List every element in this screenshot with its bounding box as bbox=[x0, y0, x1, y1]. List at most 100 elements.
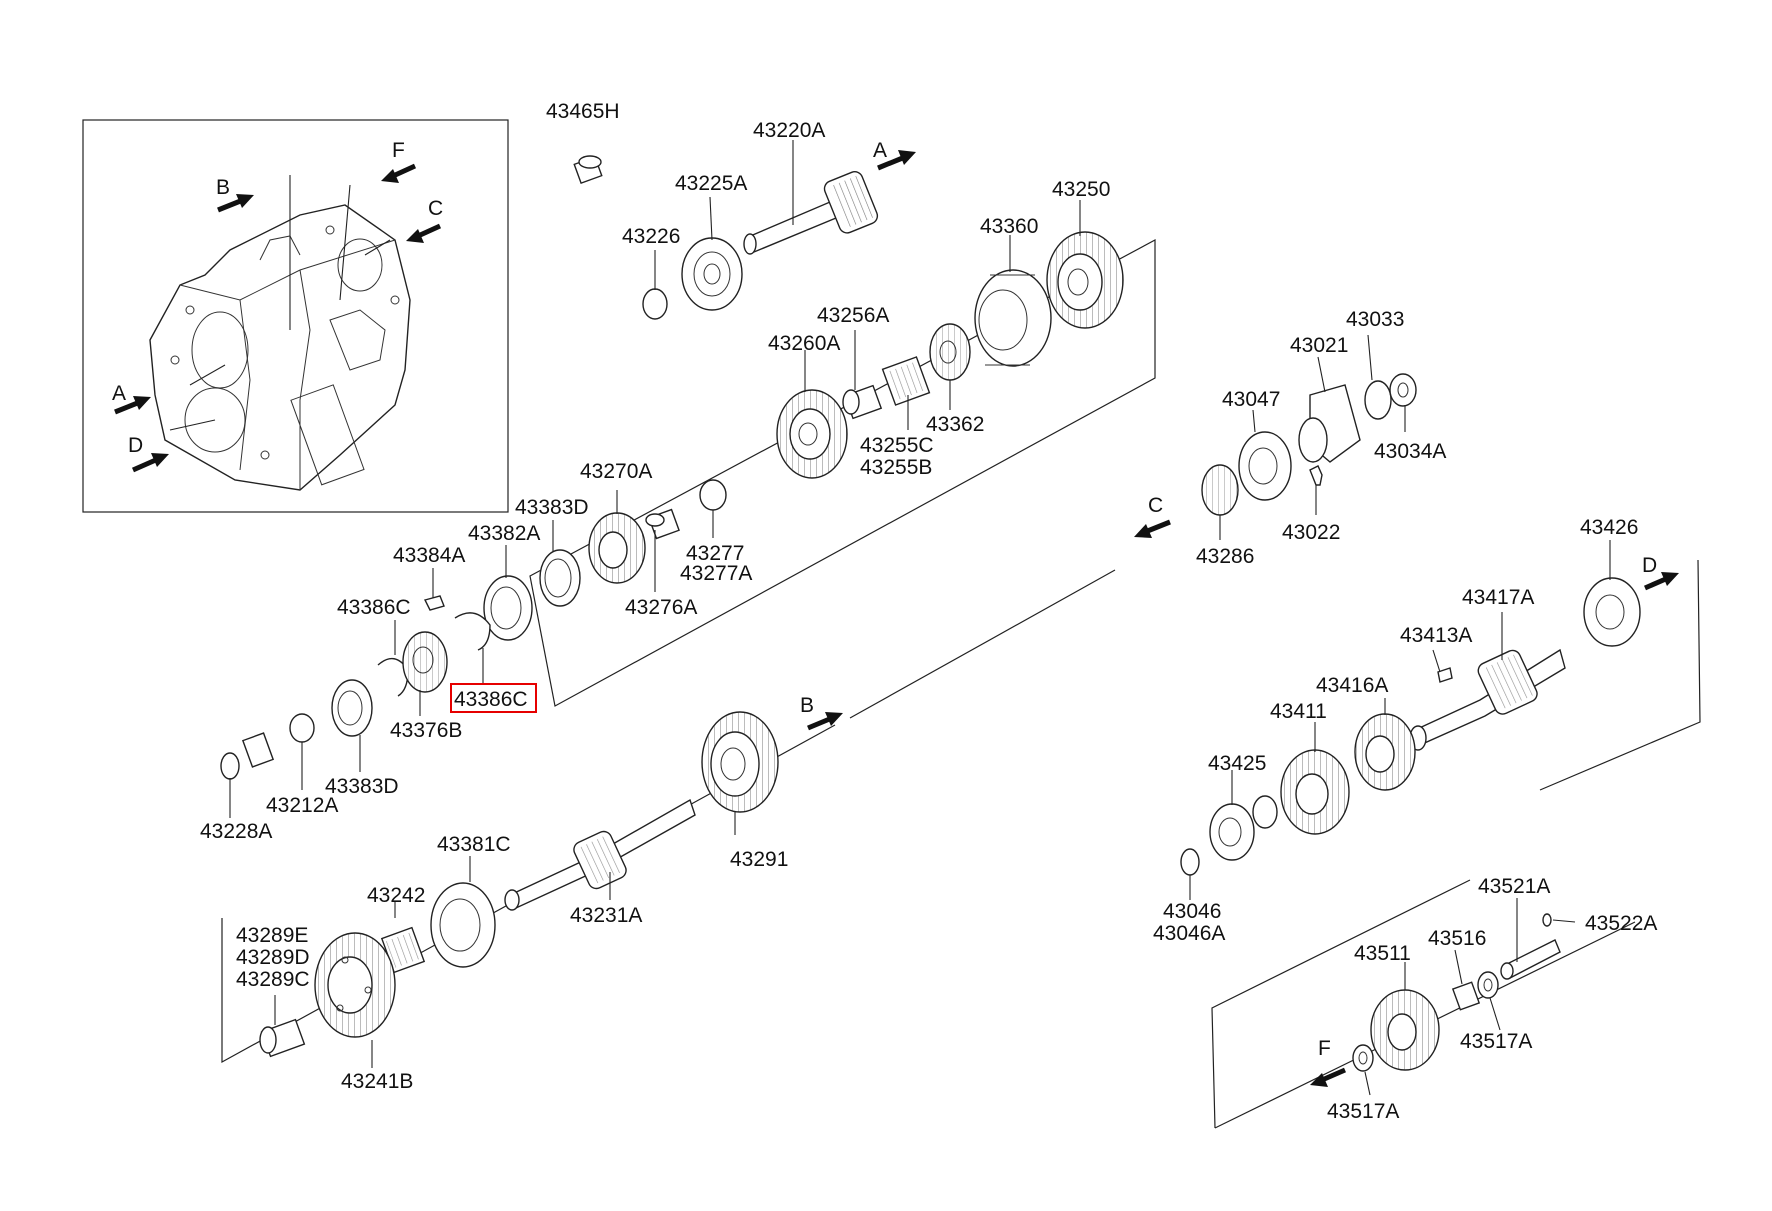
washer-43517a-right bbox=[1477, 971, 1499, 999]
gear-43250 bbox=[1046, 231, 1124, 329]
part-label-43047[interactable]: 43047 bbox=[1222, 388, 1280, 411]
gear-43260a bbox=[776, 389, 848, 479]
bush-43276a bbox=[645, 508, 680, 540]
bearing-43425 bbox=[1209, 803, 1255, 861]
arrow-label-f-lower: F bbox=[1318, 1037, 1331, 1060]
o-ring-43033 bbox=[1364, 380, 1392, 420]
part-label-43255c[interactable]: 43255C bbox=[860, 434, 934, 457]
hub-43376b bbox=[402, 631, 448, 693]
gear-43286 bbox=[1201, 464, 1239, 516]
part-label-43033[interactable]: 43033 bbox=[1346, 308, 1404, 331]
bearing-near-43212a bbox=[241, 732, 275, 768]
part-label-43226[interactable]: 43226 bbox=[622, 225, 680, 248]
bush-43289 bbox=[259, 1018, 306, 1058]
arrow-label-c-right: C bbox=[1148, 494, 1163, 517]
part-label-43521a[interactable]: 43521A bbox=[1478, 875, 1550, 898]
part-label-43242[interactable]: 43242 bbox=[367, 884, 425, 907]
part-label-43220a[interactable]: 43220A bbox=[753, 119, 825, 142]
part-label-43289c[interactable]: 43289C bbox=[236, 968, 310, 991]
ring-near-43425 bbox=[1252, 795, 1278, 829]
part-label-43022[interactable]: 43022 bbox=[1282, 521, 1340, 544]
gear-43511 bbox=[1370, 989, 1440, 1071]
part-label-43382a[interactable]: 43382A bbox=[468, 522, 540, 545]
nut-43034a bbox=[1389, 373, 1417, 407]
part-label-43289d[interactable]: 43289D bbox=[236, 946, 310, 969]
gear-43270a bbox=[588, 512, 646, 584]
part-label-43386c-upper[interactable]: 43386C bbox=[337, 596, 411, 619]
part-label-43465h[interactable]: 43465H bbox=[546, 100, 620, 123]
snap-ring-43226 bbox=[642, 288, 668, 320]
hub-43362 bbox=[929, 323, 971, 381]
housing-inset bbox=[82, 119, 509, 513]
bearing-43516 bbox=[1451, 981, 1481, 1011]
part-label-43241b[interactable]: 43241B bbox=[341, 1070, 413, 1093]
part-label-43381c[interactable]: 43381C bbox=[437, 833, 511, 856]
arrow-label-a-inset: A bbox=[112, 382, 126, 405]
part-label-43516[interactable]: 43516 bbox=[1428, 927, 1486, 950]
gear-43411 bbox=[1280, 749, 1350, 835]
part-label-43260a[interactable]: 43260A bbox=[768, 332, 840, 355]
gear-43291 bbox=[701, 711, 779, 813]
part-label-43021[interactable]: 43021 bbox=[1290, 334, 1348, 357]
part-label-43225a[interactable]: 43225A bbox=[675, 172, 747, 195]
synchro-ring-43383d-upper bbox=[539, 549, 581, 607]
part-label-43277[interactable]: 43277 bbox=[686, 542, 744, 565]
part-label-43360[interactable]: 43360 bbox=[980, 215, 1038, 238]
parts-drawing bbox=[220, 155, 1641, 1072]
part-label-43228a[interactable]: 43228A bbox=[200, 820, 272, 843]
bearing-43426 bbox=[1583, 577, 1641, 647]
bush-43465h bbox=[573, 155, 603, 185]
part-label-43511[interactable]: 43511 bbox=[1354, 942, 1411, 965]
sleeve-43360 bbox=[974, 269, 1052, 367]
part-label-43416a[interactable]: 43416A bbox=[1316, 674, 1388, 697]
arrow-label-d-right: D bbox=[1642, 554, 1657, 577]
snap-ring-43386c-right bbox=[454, 612, 491, 651]
main-shaft-43231a bbox=[504, 798, 696, 911]
arrow-label-d-inset: D bbox=[128, 434, 143, 457]
arrow-label-a-upper: A bbox=[873, 139, 887, 162]
part-label-43250[interactable]: 43250 bbox=[1052, 178, 1110, 201]
part-label-43522a[interactable]: 43522A bbox=[1585, 912, 1657, 935]
arrow-a-inset bbox=[114, 396, 151, 415]
part-label-43517a-left[interactable]: 43517A bbox=[1327, 1100, 1399, 1123]
key-43413a bbox=[1437, 667, 1453, 683]
sleeve-43382a bbox=[483, 575, 533, 641]
part-label-43426[interactable]: 43426 bbox=[1580, 516, 1638, 539]
part-label-43384a[interactable]: 43384A bbox=[393, 544, 465, 567]
part-label-43276a[interactable]: 43276A bbox=[625, 596, 697, 619]
input-shaft-43220a bbox=[743, 171, 879, 255]
key-43384a bbox=[423, 595, 445, 611]
part-label-43383d-lower[interactable]: 43383D bbox=[325, 775, 399, 798]
part-label-43517a-right[interactable]: 43517A bbox=[1460, 1030, 1532, 1053]
part-label-43425[interactable]: 43425 bbox=[1208, 752, 1266, 775]
part-label-43046a[interactable]: 43046A bbox=[1153, 922, 1225, 945]
part-label-43231a[interactable]: 43231A bbox=[570, 904, 642, 927]
bearing-43225a bbox=[681, 237, 743, 311]
part-label-43417a[interactable]: 43417A bbox=[1462, 586, 1534, 609]
part-label-43383d-upper[interactable]: 43383D bbox=[515, 496, 589, 519]
part-label-43255b[interactable]: 43255B bbox=[860, 456, 932, 479]
part-label-43270a[interactable]: 43270A bbox=[580, 460, 652, 483]
flange-43021 bbox=[1298, 384, 1361, 463]
part-labels: 43465H 43220A 43225A 43226 43250 43360 4… bbox=[200, 100, 1657, 1123]
arrow-f-lower bbox=[1310, 1067, 1346, 1087]
highlight-box bbox=[450, 683, 537, 713]
part-label-43289e[interactable]: 43289E bbox=[236, 924, 308, 947]
part-label-43286[interactable]: 43286 bbox=[1196, 545, 1254, 568]
part-label-43277a[interactable]: 43277A bbox=[680, 562, 752, 585]
part-label-43046[interactable]: 43046 bbox=[1163, 900, 1221, 923]
part-label-43291[interactable]: 43291 bbox=[730, 848, 788, 871]
part-label-43362[interactable]: 43362 bbox=[926, 413, 984, 436]
part-label-43376b[interactable]: 43376B bbox=[390, 719, 462, 742]
pin-43521a bbox=[1500, 939, 1561, 980]
arrow-f-inset bbox=[381, 163, 417, 183]
synchro-ring-43383d-lower bbox=[331, 679, 373, 737]
part-label-43411[interactable]: 43411 bbox=[1270, 700, 1327, 723]
arrow-label-f-inset: F bbox=[392, 139, 405, 162]
part-label-43413a[interactable]: 43413A bbox=[1400, 624, 1472, 647]
part-label-43386c-highlighted[interactable]: 43386C bbox=[454, 688, 528, 711]
part-label-43034a[interactable]: 43034A bbox=[1374, 440, 1446, 463]
gear-43241b bbox=[314, 932, 396, 1038]
part-label-43256a[interactable]: 43256A bbox=[817, 304, 889, 327]
part-label-43212a[interactable]: 43212A bbox=[266, 794, 338, 817]
